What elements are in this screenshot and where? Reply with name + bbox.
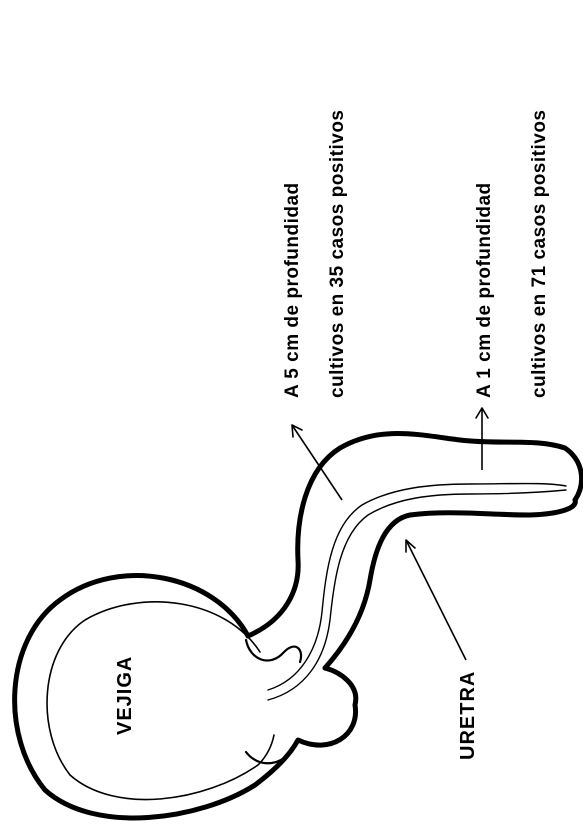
shallow-annotation-line1: A 1 cm de profundidad [474,182,495,398]
urethra-lumen-lower [268,490,566,700]
deep-annotation-line2: cultivos en 35 casos positivos [327,110,348,399]
urethra-label: URETRA [457,671,479,760]
deep-pointer-line [292,425,342,500]
bladder-outer-wall [15,576,356,818]
urethra-pointer-line [406,540,466,660]
bladder-inner-wall [47,602,274,800]
urethra-upper-wall [248,433,582,636]
bladder-label: VEJIGA [114,656,136,735]
shallow-annotation-line2: cultivos en 71 casos positivos [529,110,550,399]
deep-annotation-line1: A 5 cm de profundidad [282,182,303,398]
urethra-lower-wall [325,500,575,668]
